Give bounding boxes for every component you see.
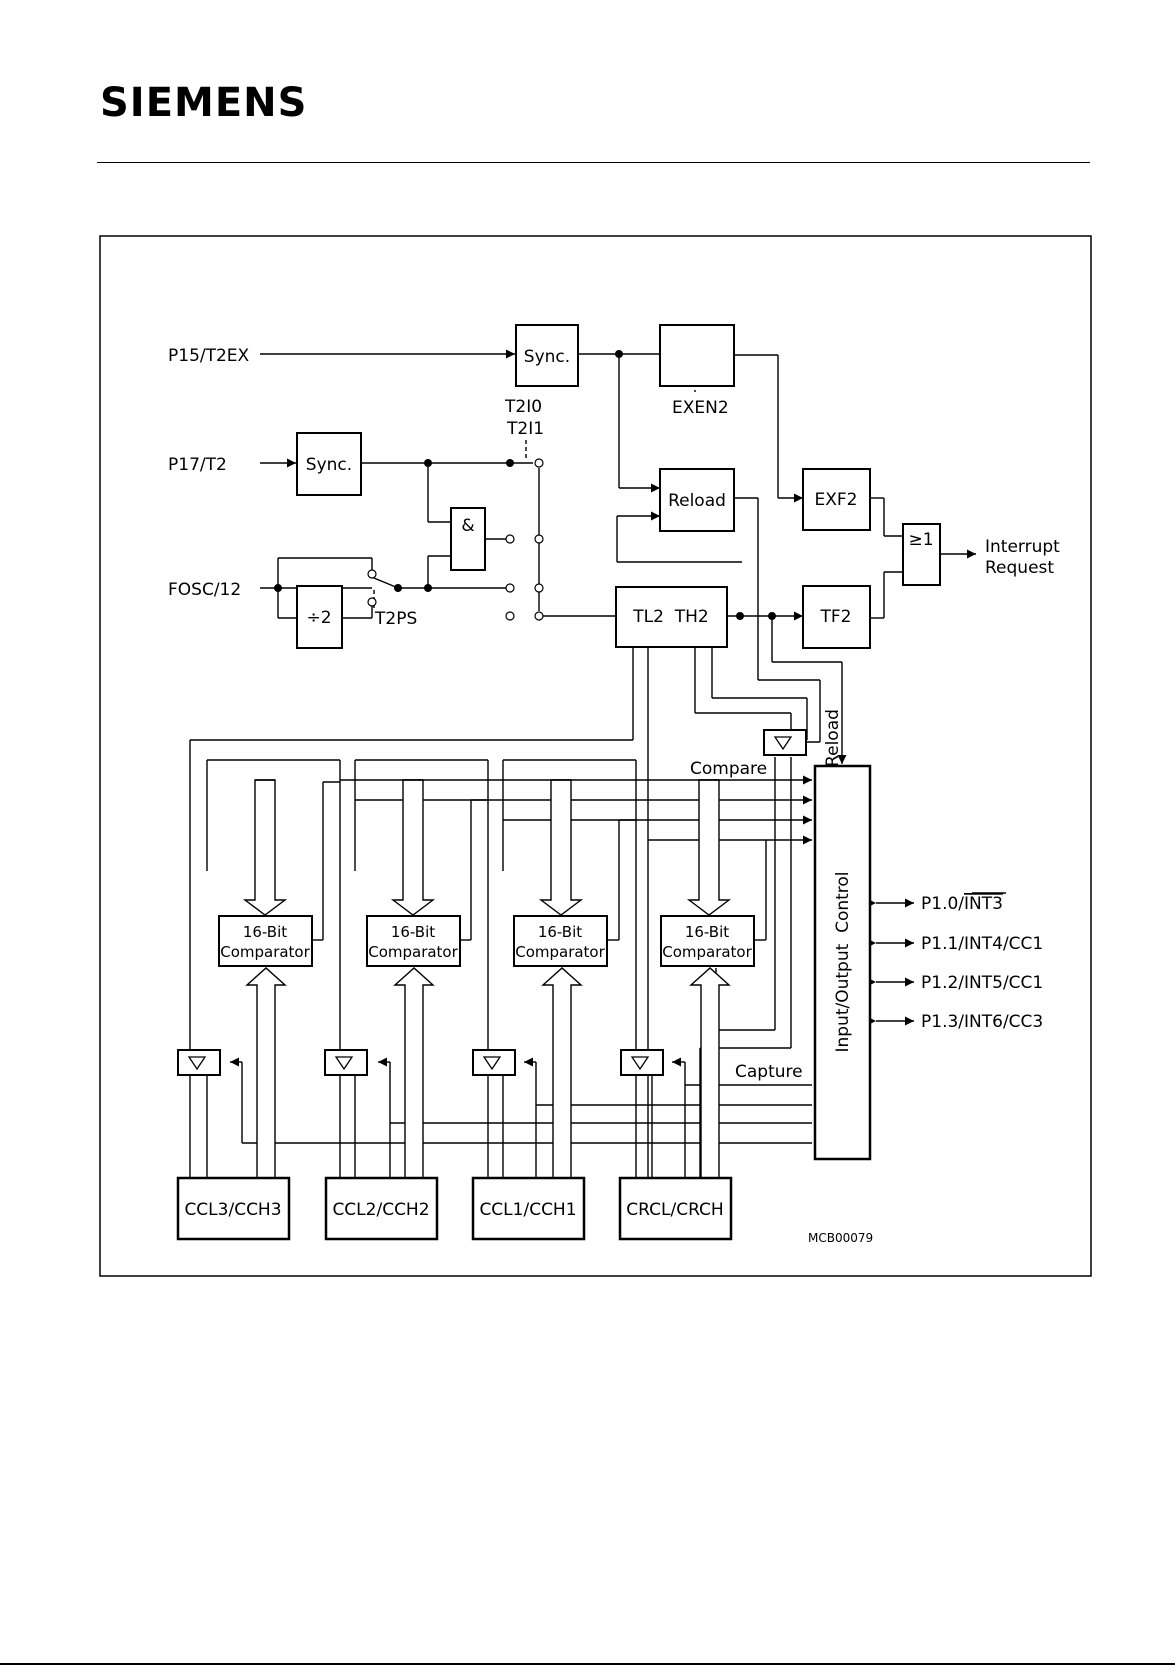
junction-dots: [274, 350, 776, 620]
reload-block: Reload: [659, 468, 735, 532]
label-reload-vertical: Reload: [823, 709, 843, 767]
or-gate: ≥1: [902, 523, 941, 586]
port-p1-3: P1.3/INT6/CC3: [921, 1012, 1043, 1032]
label-interrupt: Interrupt: [985, 537, 1060, 557]
register-crcl-crch: CRCL/CRCH: [618, 1176, 733, 1241]
svg-text:CCL2/CCH2: CCL2/CCH2: [332, 1200, 429, 1220]
comparator-0: 16-Bit Comparator: [660, 915, 755, 967]
bus-wires: [189, 647, 914, 1180]
svg-text:÷2: ÷2: [306, 608, 331, 628]
compare-bus-arrows: [242, 779, 732, 916]
exf2-block: EXF2: [802, 468, 871, 531]
top-wires: [260, 349, 976, 764]
label-t2ps: T2PS: [374, 609, 417, 629]
sync-mid-block: Sync.: [296, 432, 362, 496]
comparator-2: 16-Bit Comparator: [366, 915, 461, 967]
svg-text:16-Bit: 16-Bit: [685, 923, 729, 941]
label-t2i0: T2I0: [504, 397, 542, 417]
svg-text:≥1: ≥1: [908, 530, 933, 550]
register-ccl3-cch3: CCL3/CCH3: [176, 1176, 291, 1241]
svg-text:TF2: TF2: [820, 607, 852, 627]
label-fosc: FOSC/12: [168, 580, 241, 600]
footer-rule: [0, 1663, 1175, 1665]
exen2-block: [659, 324, 735, 387]
tl2-th2-block: TL2 TH2: [615, 586, 728, 648]
header-rule: [97, 162, 1090, 163]
io-control-block: Input/Output Control: [813, 764, 872, 1161]
sync-top-block: Sync.: [515, 324, 579, 387]
divider-block: ÷2: [296, 585, 343, 649]
label-request: Request: [985, 558, 1054, 578]
register-ccl1-cch1: CCL1/CCH1: [471, 1176, 586, 1241]
svg-text:Comparator: Comparator: [220, 943, 310, 961]
svg-text:Input/Output Control: Input/Output Control: [833, 871, 853, 1052]
diagram-frame: [99, 235, 1092, 1277]
svg-text:Sync.: Sync.: [306, 455, 352, 475]
svg-text:CCL1/CCH1: CCL1/CCH1: [479, 1200, 576, 1220]
svg-text:16-Bit: 16-Bit: [391, 923, 435, 941]
svg-text:16-Bit: 16-Bit: [538, 923, 582, 941]
comparator-3: 16-Bit Comparator: [218, 915, 313, 967]
svg-text:Sync.: Sync.: [524, 347, 570, 367]
latch-blocks: [177, 729, 807, 1076]
svg-text:CCL3/CCH3: CCL3/CCH3: [184, 1200, 281, 1220]
label-capture: Capture: [735, 1062, 803, 1082]
svg-text:TL2 TH2: TL2 TH2: [632, 607, 708, 627]
svg-text:CRCL/CRCH: CRCL/CRCH: [626, 1200, 723, 1220]
svg-text:Comparator: Comparator: [368, 943, 458, 961]
port-p1-0: P1.0/INT3: [921, 894, 1003, 914]
port-p1-2: P1.2/INT5/CC1: [921, 973, 1043, 993]
comparator-1: 16-Bit Comparator: [513, 915, 608, 967]
svg-text:16-Bit: 16-Bit: [243, 923, 287, 941]
svg-text:Comparator: Comparator: [662, 943, 752, 961]
tf2-block: TF2: [802, 585, 871, 649]
svg-text:&: &: [461, 516, 474, 536]
svg-text:Comparator: Comparator: [515, 943, 605, 961]
label-t2i1: T2I1: [506, 419, 544, 439]
label-exen2: EXEN2: [672, 398, 729, 418]
label-compare: Compare: [690, 759, 767, 779]
register-ccl2-cch2: CCL2/CCH2: [324, 1176, 439, 1241]
label-p15-t2ex: P15/T2EX: [168, 346, 250, 366]
port-p1-1: P1.1/INT4/CC1: [921, 934, 1043, 954]
and-gate: &: [450, 507, 486, 571]
label-p17-t2: P17/T2: [168, 455, 227, 475]
svg-text:Reload: Reload: [668, 491, 726, 511]
register-bus-arrows: [245, 967, 731, 1181]
svg-text:EXF2: EXF2: [815, 490, 858, 510]
siemens-logo: SIEMENS: [100, 80, 308, 126]
figure-code: MCB00079: [808, 1231, 873, 1245]
